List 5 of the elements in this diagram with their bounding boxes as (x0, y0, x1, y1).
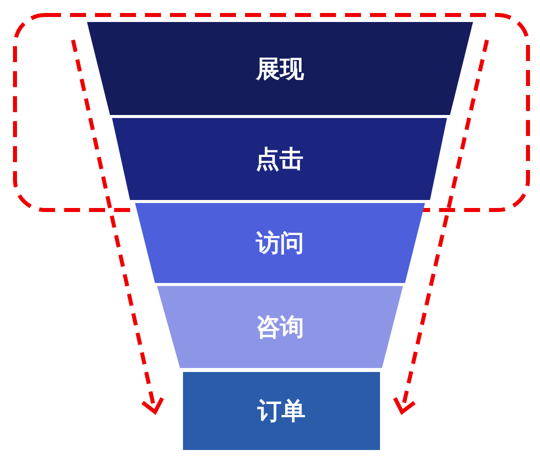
stage-label: 访问 (256, 228, 304, 259)
stage-label: 订单 (258, 396, 306, 427)
stage-label: 咨询 (256, 312, 304, 343)
stage-label: 点击 (256, 144, 304, 175)
stage-label: 展现 (256, 54, 304, 84)
